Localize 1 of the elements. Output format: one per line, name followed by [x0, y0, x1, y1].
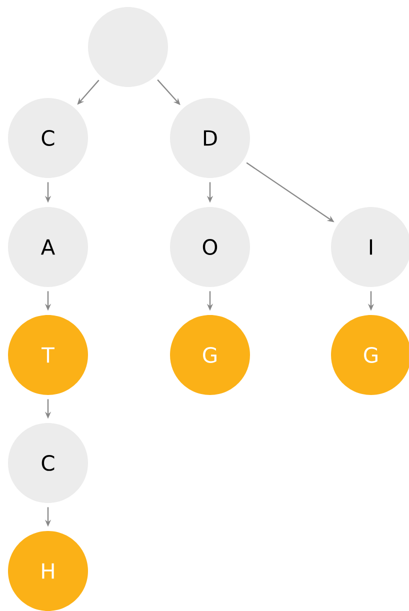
empty-circle [88, 7, 168, 87]
